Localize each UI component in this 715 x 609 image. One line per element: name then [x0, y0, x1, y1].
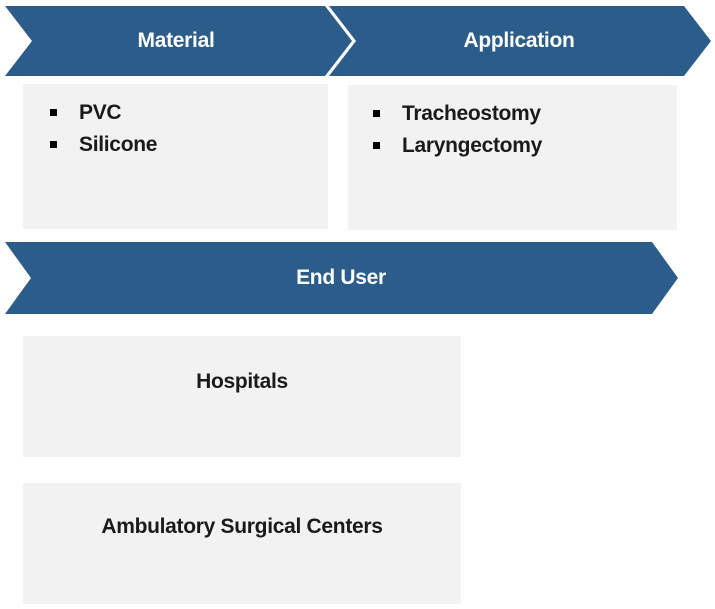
application-chevron	[329, 6, 711, 76]
material-header: Material	[137, 29, 215, 52]
material-list: PVC Silicone	[50, 97, 157, 161]
bullet-icon	[50, 141, 57, 148]
ambulatory-label: Ambulatory Surgical Centers	[101, 515, 383, 538]
end-user-header: End User	[296, 266, 386, 289]
application-box: Tracheostomy Laryngectomy	[348, 85, 677, 230]
hospitals-box: Hospitals	[23, 336, 461, 457]
bullet-icon	[50, 109, 57, 116]
list-item: Silicone	[50, 129, 157, 161]
bullet-icon	[373, 110, 380, 117]
list-item: Tracheostomy	[373, 98, 542, 130]
bullet-icon	[373, 142, 380, 149]
hospitals-label: Hospitals	[196, 370, 288, 393]
list-item: PVC	[50, 97, 157, 129]
material-chevron	[5, 6, 352, 76]
application-list: Tracheostomy Laryngectomy	[373, 98, 542, 162]
material-box: PVC Silicone	[23, 84, 328, 229]
ambulatory-box: Ambulatory Surgical Centers	[23, 483, 461, 604]
end-user-chevron	[5, 242, 678, 314]
list-item: Laryngectomy	[373, 130, 542, 162]
application-header: Application	[463, 29, 575, 52]
